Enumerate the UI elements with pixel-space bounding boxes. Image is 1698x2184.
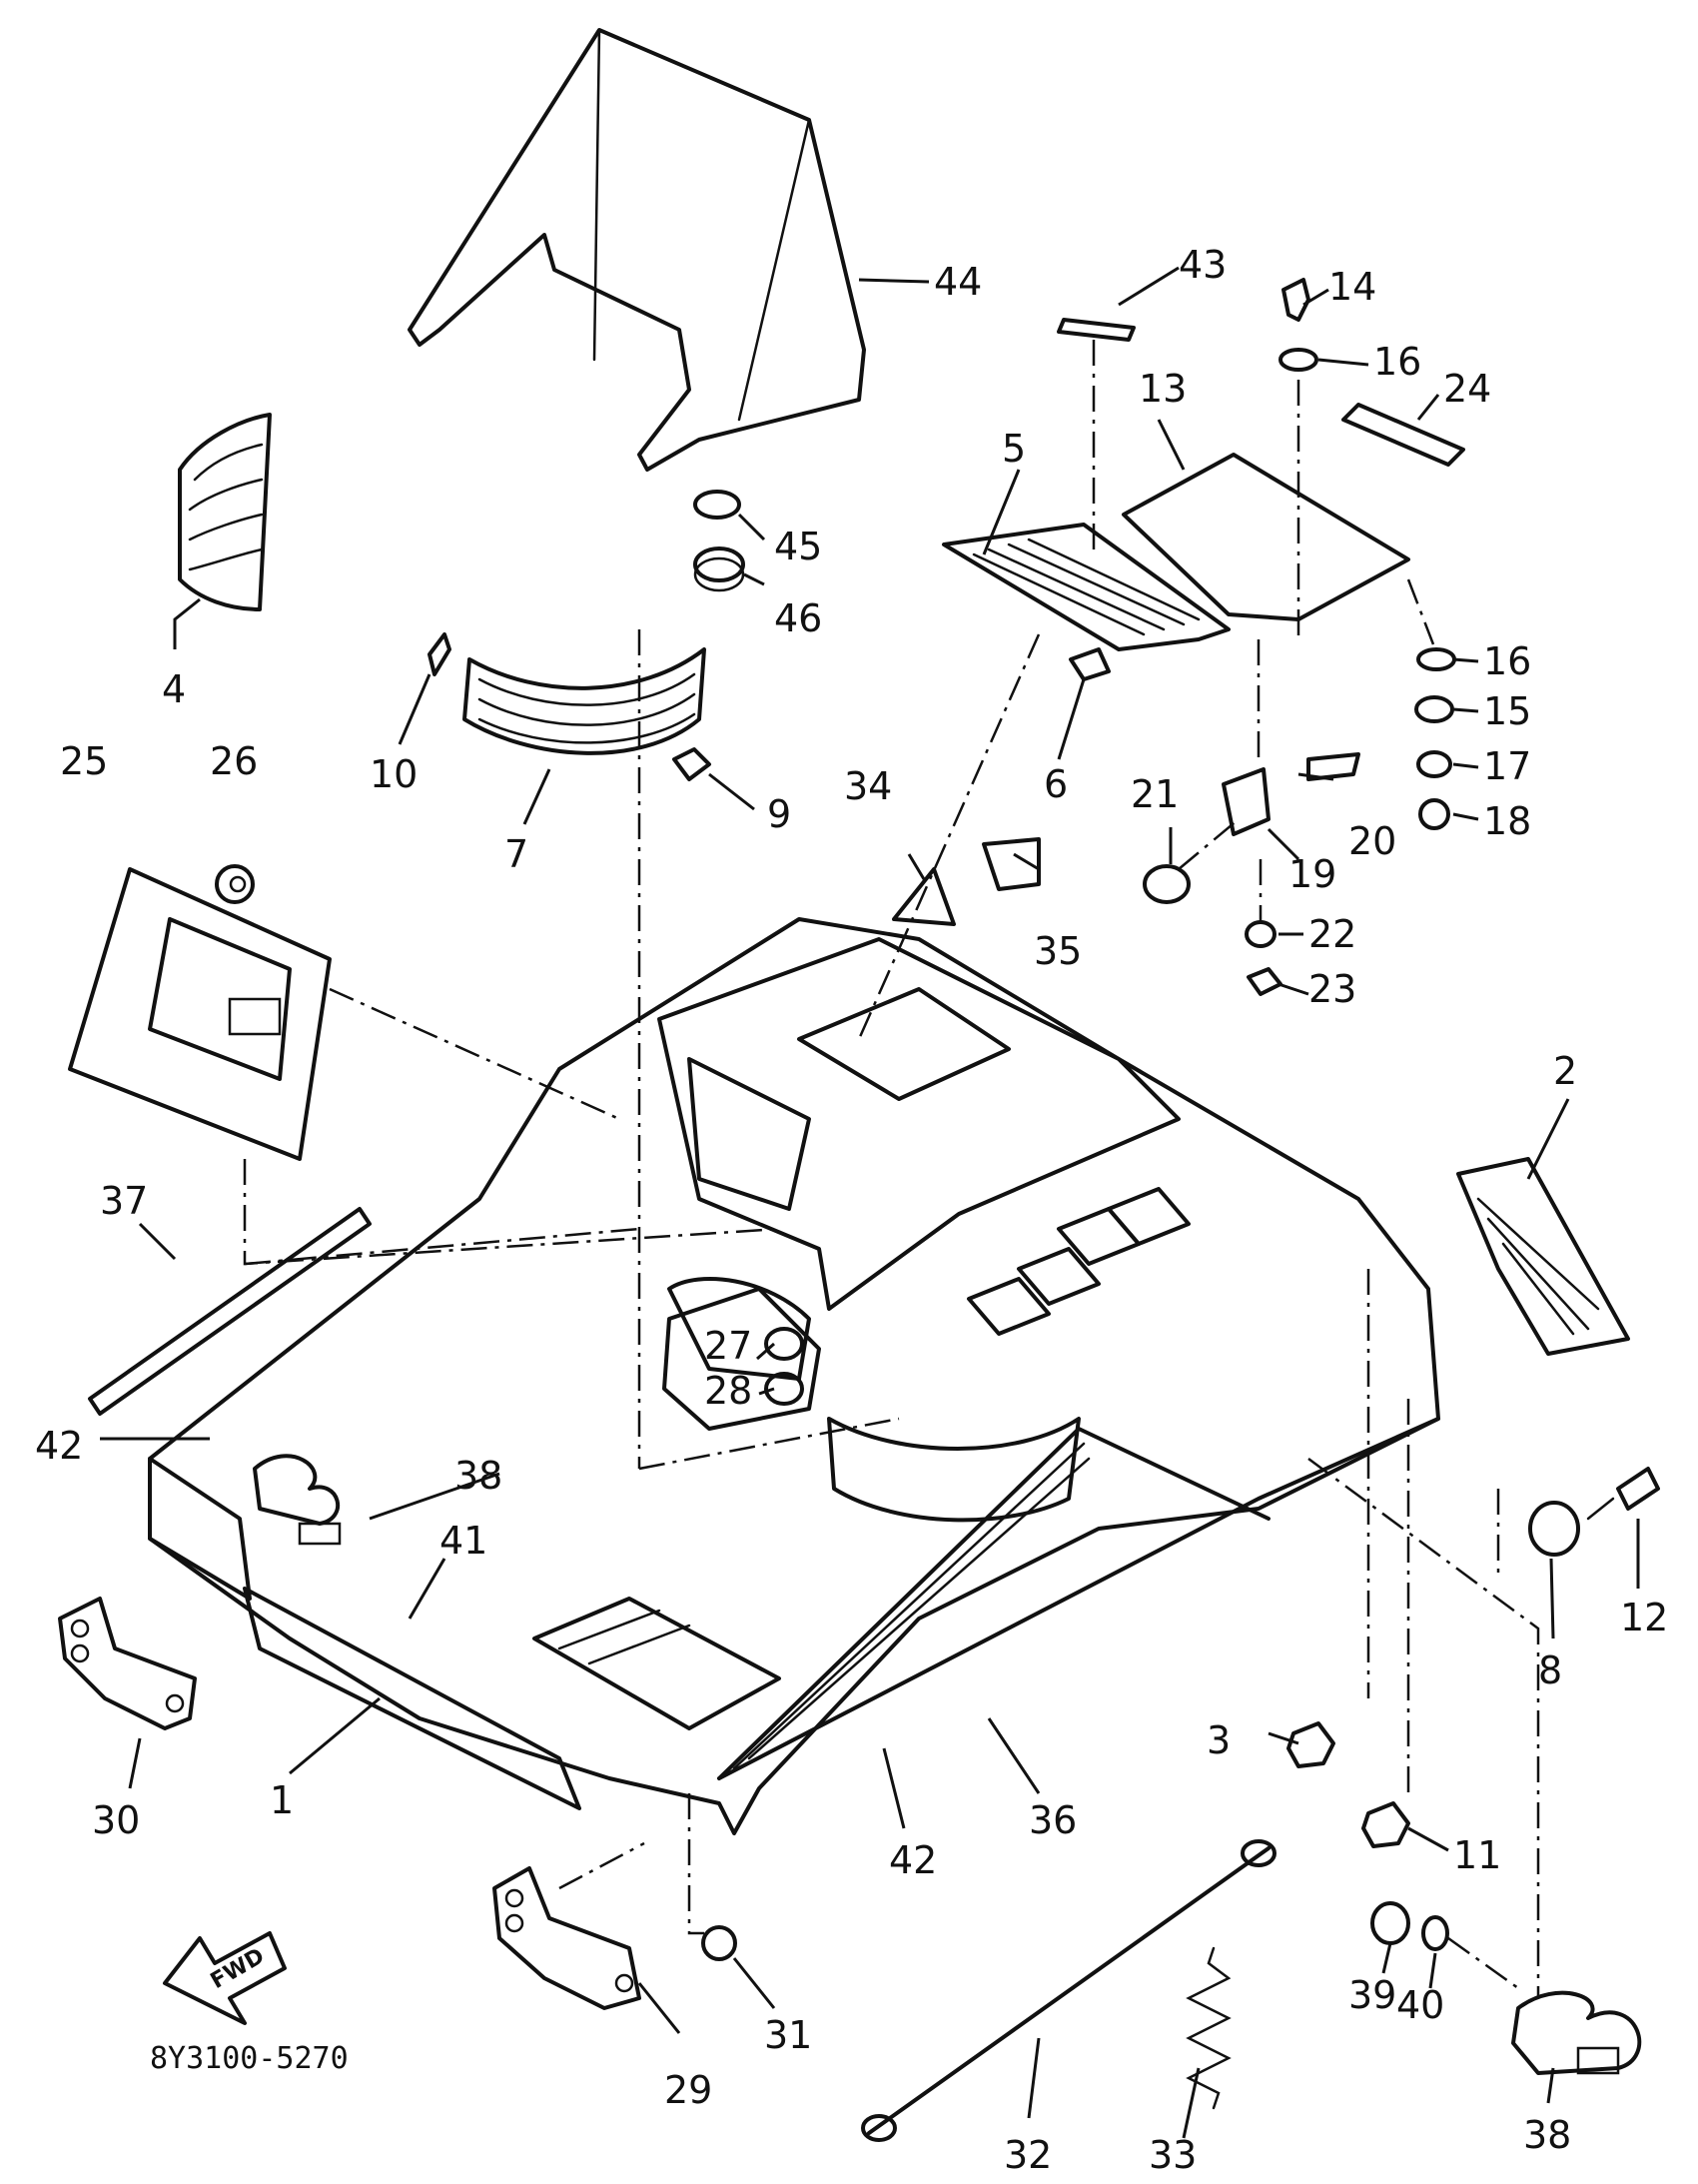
grommet-26 xyxy=(215,864,255,904)
callout-39: 39 xyxy=(1348,1973,1396,2017)
clip-9 xyxy=(672,747,711,781)
callout-17: 17 xyxy=(1483,744,1531,788)
callout-6: 6 xyxy=(1044,762,1068,806)
callout-8: 8 xyxy=(1538,1648,1562,1692)
emblem-loose xyxy=(1511,1990,1642,2075)
callout-13: 13 xyxy=(1139,367,1187,411)
washer-nut xyxy=(693,490,745,592)
callout-27: 27 xyxy=(704,1324,752,1368)
callout-11: 11 xyxy=(1453,1833,1501,1877)
callout-34: 34 xyxy=(844,764,892,808)
decal-35 xyxy=(982,837,1041,891)
callout-44: 44 xyxy=(934,260,982,304)
alignment-lines xyxy=(243,340,1540,1998)
cover-plate xyxy=(1122,453,1410,621)
callout-14: 14 xyxy=(1328,265,1376,309)
callout-37: 37 xyxy=(100,1179,148,1223)
hinge-left xyxy=(58,1597,197,1730)
panel-bezel xyxy=(68,867,332,1161)
callout-41: 41 xyxy=(439,1519,487,1563)
callout-35: 35 xyxy=(1034,929,1082,973)
emblem-hood xyxy=(253,1454,342,1546)
decal-strip xyxy=(1057,318,1136,342)
louver-center xyxy=(462,647,706,755)
callout-16a: 16 xyxy=(1373,340,1421,384)
fastener-stack-right xyxy=(1414,647,1456,830)
callout-36: 36 xyxy=(1029,1798,1077,1842)
callout-33: 33 xyxy=(1149,2133,1197,2177)
callout-20: 20 xyxy=(1348,819,1396,863)
callout-16b: 16 xyxy=(1483,639,1531,683)
callout-38b: 38 xyxy=(1523,2113,1571,2157)
bracket-34 xyxy=(892,867,956,926)
callout-38a: 38 xyxy=(454,1454,502,1498)
strip-37 xyxy=(88,1207,372,1416)
leader-lines xyxy=(100,266,1640,2139)
nut-31 xyxy=(701,1925,737,1961)
callout-29: 29 xyxy=(664,2068,712,2112)
callout-23: 23 xyxy=(1308,967,1356,1011)
fastener-stack-top xyxy=(1278,278,1465,467)
callout-21: 21 xyxy=(1131,772,1179,816)
callout-26: 26 xyxy=(210,739,258,783)
callout-42a: 42 xyxy=(35,1424,83,1468)
callout-7: 7 xyxy=(504,832,528,876)
callout-9: 9 xyxy=(767,792,791,836)
callout-43: 43 xyxy=(1179,243,1227,287)
vent-grille xyxy=(942,523,1231,651)
callout-46: 46 xyxy=(774,596,822,640)
callout-2: 2 xyxy=(1553,1049,1577,1093)
callout-19: 19 xyxy=(1288,852,1336,896)
clip xyxy=(427,632,451,676)
spring-33 xyxy=(1186,1946,1232,2110)
rubber-mounts xyxy=(662,1287,821,1431)
callout-31: 31 xyxy=(764,2013,812,2057)
callout-24: 24 xyxy=(1443,367,1491,411)
callout-25: 25 xyxy=(60,739,108,783)
callout-1: 1 xyxy=(270,1778,294,1822)
windshield xyxy=(408,28,866,472)
callout-numbers: 44 43 14 16 24 13 5 4 45 46 10 7 9 6 16 … xyxy=(35,243,1668,2177)
side-louver-right xyxy=(1456,1157,1630,1356)
callout-3: 3 xyxy=(1207,1718,1231,1762)
callout-30: 30 xyxy=(92,1798,140,1842)
side-louver-left xyxy=(178,413,272,611)
drawing-code: 8Y3100-5270 xyxy=(150,2041,349,2076)
callout-45: 45 xyxy=(774,525,822,568)
callout-4: 4 xyxy=(162,667,186,711)
callout-12: 12 xyxy=(1620,1596,1668,1639)
tether-cable xyxy=(861,1839,1276,2142)
grommets-bottom xyxy=(1370,1901,1449,1951)
callout-28: 28 xyxy=(704,1369,752,1413)
hinge-right xyxy=(492,1866,641,2010)
callout-42b: 42 xyxy=(889,1838,937,1882)
callout-40: 40 xyxy=(1396,1983,1444,2027)
front-direction-arrow xyxy=(163,1931,287,2025)
hood-shell xyxy=(148,917,1440,1835)
clip-6 xyxy=(1069,647,1111,681)
callout-5: 5 xyxy=(1002,427,1026,471)
callout-15: 15 xyxy=(1483,689,1531,733)
callout-10: 10 xyxy=(370,752,418,796)
callout-18: 18 xyxy=(1483,799,1531,843)
right-hardware xyxy=(1286,1467,1660,1848)
callout-32: 32 xyxy=(1004,2133,1052,2177)
callout-22: 22 xyxy=(1308,912,1356,956)
